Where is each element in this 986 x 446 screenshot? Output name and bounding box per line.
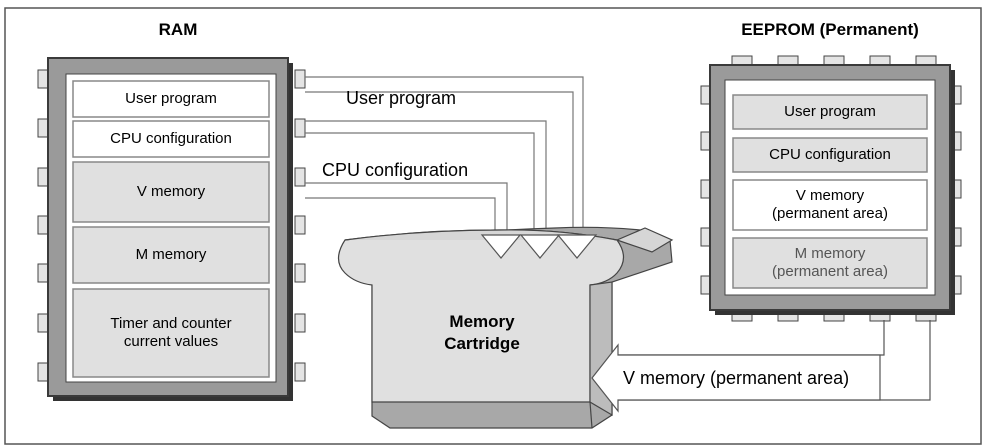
- arrowheads-into-cartridge: [480, 234, 598, 259]
- eeprom-pin-left: [700, 131, 711, 151]
- ram-pin-left: [37, 313, 49, 333]
- eeprom-pin-left: [700, 85, 711, 105]
- eeprom-label-v-memory: V memory (permanent area): [772, 187, 888, 222]
- ram-label-cpu-configuration: CPU configuration: [110, 130, 232, 147]
- ram-section-cpu-configuration: [72, 120, 270, 158]
- ram-pin-left: [37, 362, 49, 382]
- ram-section-m-memory: [72, 226, 270, 284]
- arrow-cpu-configuration: [480, 234, 522, 259]
- flow-label-v-memory-permanent: V memory (permanent area): [623, 368, 850, 388]
- eeprom-pin-left: [700, 227, 711, 247]
- eeprom-title: EEPROM (Permanent): [741, 20, 919, 39]
- ram-label-v-memory: V memory: [136, 183, 206, 200]
- eeprom-section-cpu-configuration: [732, 137, 928, 173]
- ram-pins-right: [294, 69, 306, 382]
- ram-pin-right: [294, 263, 306, 283]
- eeprom-pin-top: [915, 55, 937, 66]
- v-memory-return-arrow: [591, 320, 931, 413]
- ram-pin-right: [294, 215, 306, 235]
- ram-pin-right: [294, 69, 306, 89]
- arrow-user-program: [556, 234, 598, 259]
- ram-pin-right: [294, 362, 306, 382]
- ram-section-timer-counter: [72, 288, 270, 378]
- cartridge-edge: [589, 401, 593, 429]
- cartridge-label: Memory Cartridge: [444, 312, 520, 353]
- eeprom-label-m-memory: M memory (permanent area): [772, 245, 888, 280]
- flow-label-user-program: User program: [346, 88, 457, 108]
- ram-to-cartridge-lines: [305, 76, 584, 235]
- eeprom-chip: [700, 55, 962, 322]
- eeprom-section-m-memory: [732, 237, 928, 289]
- ram-chip: [37, 57, 306, 401]
- ram-pin-right: [294, 167, 306, 187]
- ram-pin-left: [37, 118, 49, 138]
- ram-pin-left: [37, 215, 49, 235]
- eeprom-pin-top: [869, 55, 891, 66]
- ram-label-m-memory: M memory: [135, 246, 207, 263]
- eeprom-section-user-program: [732, 94, 928, 130]
- ram-pin-left: [37, 167, 49, 187]
- ram-pin-right: [294, 118, 306, 138]
- eeprom-label-cpu-configuration: CPU configuration: [769, 146, 891, 163]
- ram-section-user-program: [72, 80, 270, 118]
- eeprom-pins-right: [951, 85, 962, 295]
- eeprom-pin-top: [777, 55, 799, 66]
- eeprom-pin-top: [731, 55, 753, 66]
- eeprom-pin-left: [700, 275, 711, 295]
- ram-label-user-program: User program: [125, 90, 217, 107]
- eeprom-section-v-memory: [732, 179, 928, 231]
- arrow-cpu-configuration-2: [519, 234, 561, 259]
- ram-section-v-memory: [72, 161, 270, 223]
- eeprom-pin-top: [823, 55, 845, 66]
- v-memory-arrow-shape: [591, 343, 881, 413]
- eeprom-label-user-program: User program: [784, 103, 876, 120]
- ram-label-timer-counter: Timer and counter current values: [110, 315, 232, 350]
- eeprom-pin-left: [700, 179, 711, 199]
- ram-pin-left: [37, 263, 49, 283]
- ram-pin-right: [294, 313, 306, 333]
- ram-pin-left: [37, 69, 49, 89]
- flow-label-cpu-configuration: CPU configuration: [322, 160, 469, 180]
- ram-title: RAM: [158, 20, 198, 39]
